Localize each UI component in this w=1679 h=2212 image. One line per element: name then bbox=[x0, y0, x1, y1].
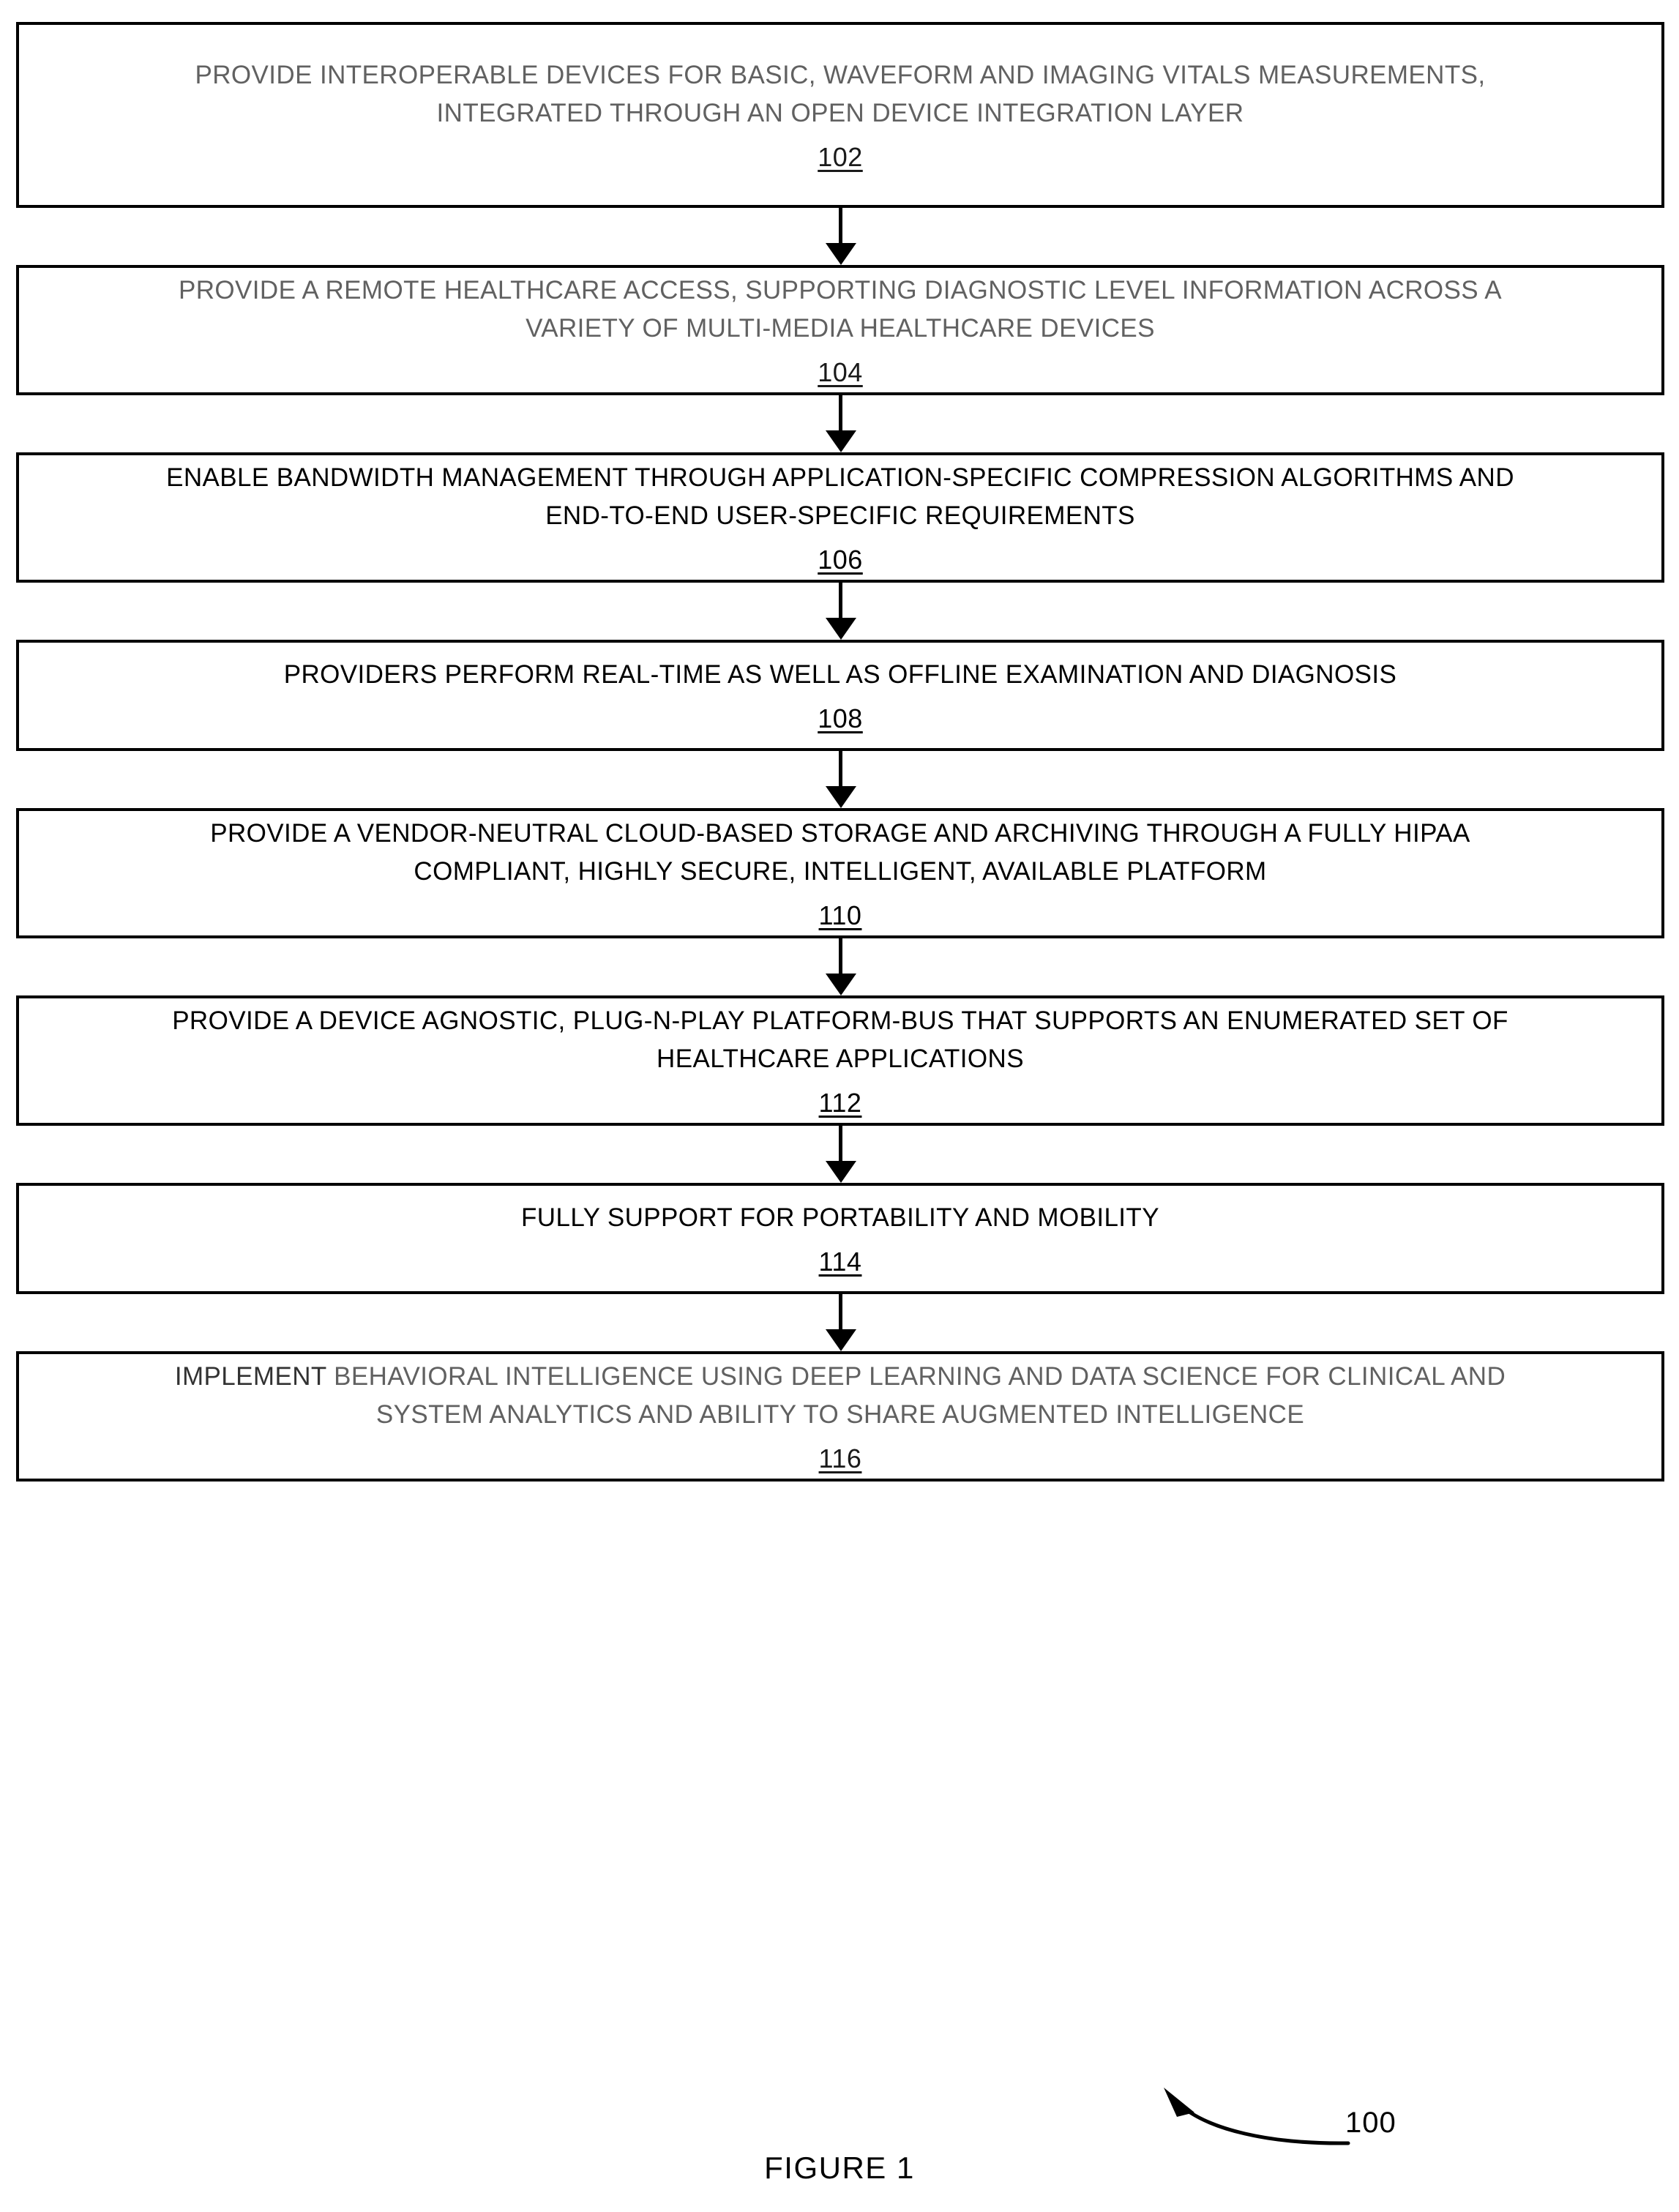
down-arrow-icon-head bbox=[826, 430, 856, 452]
flow-step-114-text: FULLY SUPPORT FOR PORTABILITY AND MOBILI… bbox=[521, 1203, 1159, 1232]
figure-callout-ref: 100 bbox=[1345, 2107, 1396, 2139]
flow-step-104-text: PROVIDE A REMOTE HEALTHCARE ACCESS, SUPP… bbox=[179, 276, 1502, 343]
flow-step-104-ref: 104 bbox=[818, 356, 863, 387]
flow-step-114: FULLY SUPPORT FOR PORTABILITY AND MOBILI… bbox=[16, 1183, 1664, 1294]
down-arrow-icon-shaft bbox=[839, 583, 842, 624]
flow-step-102-ref: 102 bbox=[818, 141, 863, 172]
down-arrow-icon-head bbox=[826, 786, 856, 808]
down-arrow-icon-head bbox=[826, 1329, 856, 1351]
flowchart-container: PROVIDE INTEROPERABLE DEVICES FOR BASIC,… bbox=[16, 22, 1664, 1481]
flow-step-110-text: PROVIDE A VENDOR-NEUTRAL CLOUD-BASED STO… bbox=[210, 819, 1470, 886]
flow-step-116: IMPLEMENT BEHAVIORAL INTELLIGENCE USING … bbox=[16, 1351, 1664, 1481]
flow-step-102: PROVIDE INTEROPERABLE DEVICES FOR BASIC,… bbox=[16, 22, 1664, 208]
flow-step-116-ref: 116 bbox=[818, 1443, 862, 1473]
down-arrow-icon-shaft bbox=[839, 751, 842, 792]
down-arrow-icon-shaft bbox=[839, 1126, 842, 1167]
curved-arrow-icon bbox=[1164, 2088, 1350, 2145]
flow-step-106: ENABLE BANDWIDTH MANAGEMENT THROUGH APPL… bbox=[16, 452, 1664, 583]
connector-102-104 bbox=[16, 208, 1664, 265]
connector-112-114 bbox=[16, 1126, 1664, 1183]
flow-step-110: PROVIDE A VENDOR-NEUTRAL CLOUD-BASED STO… bbox=[16, 808, 1664, 938]
flow-step-108-text: PROVIDERS PERFORM REAL-TIME AS WELL AS O… bbox=[283, 660, 1397, 689]
flow-step-110-ref: 110 bbox=[818, 900, 862, 930]
flow-step-112: PROVIDE A DEVICE AGNOSTIC, PLUG-N-PLAY P… bbox=[16, 995, 1664, 1126]
flow-step-112-text: PROVIDE A DEVICE AGNOSTIC, PLUG-N-PLAY P… bbox=[172, 1006, 1508, 1073]
down-arrow-icon-head bbox=[826, 243, 856, 265]
flow-step-108: PROVIDERS PERFORM REAL-TIME AS WELL AS O… bbox=[16, 640, 1664, 751]
flow-step-116-text: IMPLEMENT BEHAVIORAL INTELLIGENCE USING … bbox=[175, 1358, 1506, 1433]
figure-callout: 100 bbox=[1091, 2050, 1471, 2174]
flow-step-106-ref: 106 bbox=[818, 544, 863, 575]
flow-step-104: PROVIDE A REMOTE HEALTHCARE ACCESS, SUPP… bbox=[16, 265, 1664, 395]
down-arrow-icon-head bbox=[826, 974, 856, 995]
figure-caption: FIGURE 1 bbox=[764, 2151, 915, 2185]
flow-step-114-ref: 114 bbox=[818, 1247, 862, 1277]
flow-step-106-text: ENABLE BANDWIDTH MANAGEMENT THROUGH APPL… bbox=[166, 463, 1514, 530]
flow-step-112-ref: 112 bbox=[818, 1087, 862, 1118]
down-arrow-icon-shaft bbox=[839, 395, 842, 436]
connector-104-106 bbox=[16, 395, 1664, 452]
down-arrow-icon-shaft bbox=[839, 1294, 842, 1335]
connector-114-116 bbox=[16, 1294, 1664, 1351]
flow-step-108-ref: 108 bbox=[818, 703, 863, 734]
connector-110-112 bbox=[16, 938, 1664, 995]
flow-step-116-body: BEHAVIORAL INTELLIGENCE USING DEEP LEARN… bbox=[334, 1362, 1506, 1429]
down-arrow-icon-head bbox=[826, 1161, 856, 1183]
connector-108-110 bbox=[16, 751, 1664, 808]
connector-106-108 bbox=[16, 583, 1664, 640]
flow-step-116-lead-word: IMPLEMENT bbox=[174, 1362, 334, 1391]
down-arrow-icon-shaft bbox=[839, 938, 842, 979]
down-arrow-icon-shaft bbox=[839, 208, 842, 249]
down-arrow-icon-head bbox=[826, 618, 856, 640]
flow-step-102-text: PROVIDE INTEROPERABLE DEVICES FOR BASIC,… bbox=[195, 61, 1486, 127]
